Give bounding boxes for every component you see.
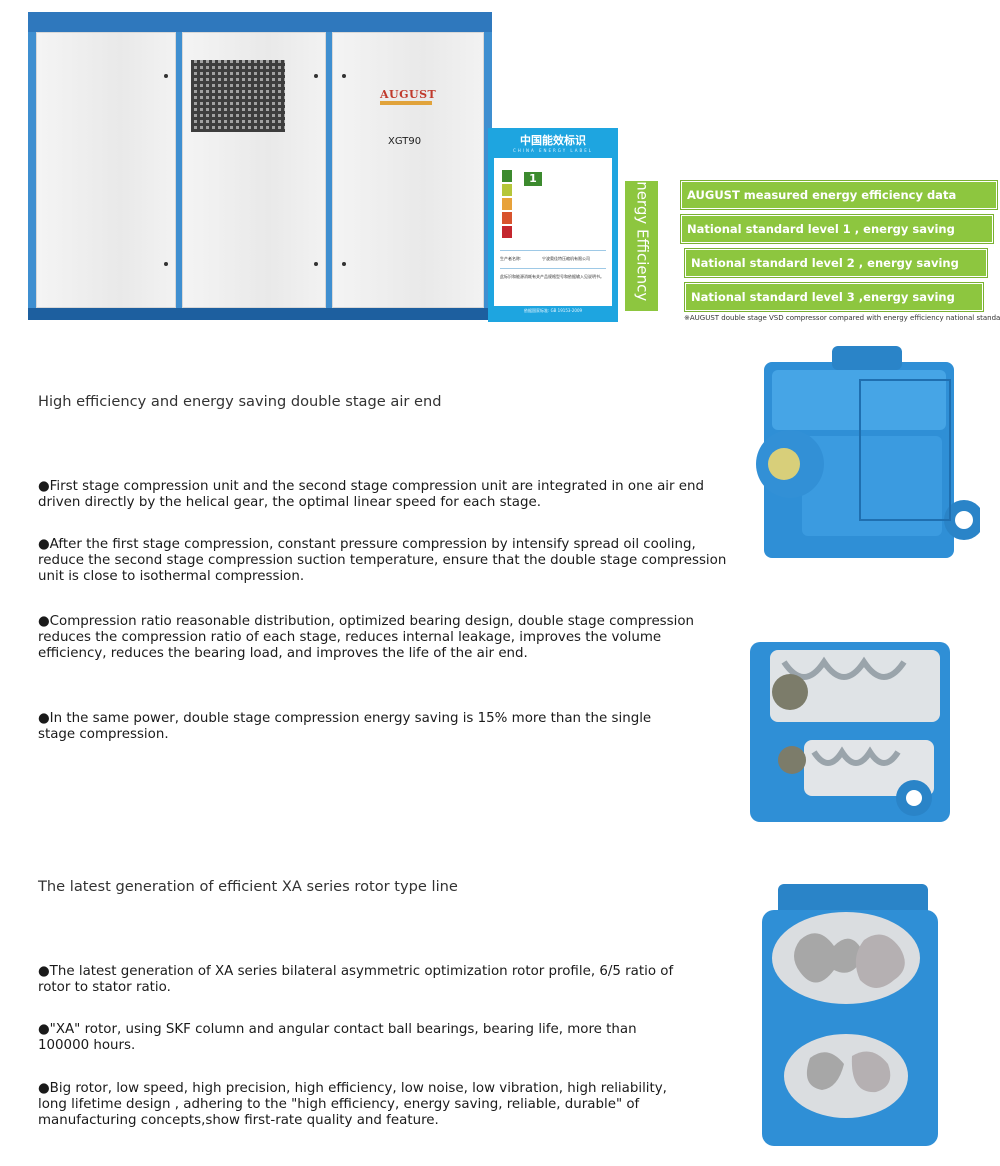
- brand-logo-underline: [380, 101, 432, 105]
- door-latch: [342, 262, 346, 266]
- section1-heading: High efficiency and energy saving double…: [38, 393, 442, 410]
- grade-bar: [502, 184, 512, 196]
- china-energy-label: 中国能效标识 CHINA ENERGY LABEL 1 生产者名称: 宁波奥佳特…: [488, 128, 618, 322]
- section2-heading: The latest generation of efficient XA se…: [38, 878, 458, 895]
- grade-bar: [502, 226, 512, 238]
- grade-bar: [502, 170, 512, 182]
- section1-bullet: ●After the first stage compression, cons…: [38, 537, 727, 584]
- grade-bar: [502, 198, 512, 210]
- energy-label-title: 中国能效标识: [520, 134, 586, 147]
- efficiency-row-level3: National standard level 3 ,energy saving…: [684, 282, 984, 330]
- door-latch: [164, 262, 168, 266]
- door-latch: [164, 74, 168, 78]
- cabinet-top: [28, 12, 492, 32]
- door-latch: [314, 262, 318, 266]
- model-name: XGT90: [388, 136, 422, 147]
- energy-efficiency-side-label: Energy Efficiency: [625, 172, 658, 311]
- energy-label-subtitle: CHINA ENERGY LABEL: [513, 148, 593, 153]
- section2-bullet: ●Big rotor, low speed, high precision, h…: [38, 1081, 667, 1128]
- door-latch: [342, 74, 346, 78]
- manufacturer-label: 生产者名称:: [500, 256, 522, 261]
- efficiency-row-level2: National standard level 2 , energy savin…: [684, 248, 988, 296]
- brand-logo: AUGUST: [380, 88, 437, 101]
- efficiency-row-level1: National standard level 1 , energy savin…: [680, 214, 994, 262]
- section2-bullet: ●The latest generation of XA series bila…: [38, 964, 674, 995]
- compressor-cabinet-image: AUGUST XGT90: [28, 12, 492, 320]
- xa-rotor-profile-image: [762, 884, 938, 1146]
- section1-bullet: ●Compression ratio reasonable distributi…: [38, 614, 695, 661]
- energy-label-note: 此标识和能源消耗有关产品规格型号和依据输入见说明书。: [500, 274, 604, 279]
- energy-grade-arrow: 1: [524, 172, 542, 186]
- efficiency-footnote: ※AUGUST double stage VSD compressor comp…: [684, 314, 1000, 322]
- energy-efficiency-text: Energy Efficiency: [633, 171, 652, 302]
- vent-grille: [191, 60, 285, 132]
- cabinet-door-left: [36, 32, 176, 308]
- section1-bullet: ●First stage compression unit and the se…: [38, 479, 704, 510]
- double-stage-air-end-image: [756, 346, 980, 558]
- section1-bullet: ●In the same power, double stage compres…: [38, 711, 652, 742]
- energy-label-body: 1 生产者名称: 宁波奥佳特压缩机有限公司 此标识和能源消耗有关产品规格型号和依…: [494, 158, 612, 306]
- divider: [500, 268, 606, 269]
- manufacturer-value: 宁波奥佳特压缩机有限公司: [542, 256, 590, 261]
- air-end-cutaway-image: [750, 642, 950, 822]
- efficiency-row-august: AUGUST measured energy efficiency data: [680, 180, 998, 210]
- cabinet-door-right: [332, 32, 484, 308]
- door-latch: [314, 74, 318, 78]
- grade-bar: [502, 212, 512, 224]
- energy-label-standard: 依据国家标准: GB 19153-2009: [523, 308, 583, 313]
- cabinet-base: [28, 308, 492, 320]
- section2-bullet: ●"XA" rotor, using SKF column and angula…: [38, 1022, 637, 1053]
- divider: [500, 250, 606, 251]
